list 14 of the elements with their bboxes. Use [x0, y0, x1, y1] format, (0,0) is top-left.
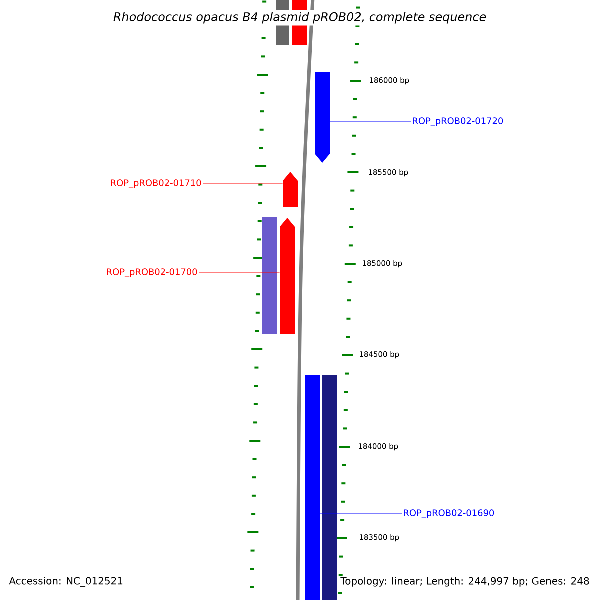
gene-bar	[315, 72, 330, 163]
topology-text: Topology: linear; Length: 244,997 bp; Genes: 248	[340, 576, 591, 588]
accession-text: Accession: NC_012521	[9, 577, 123, 587]
gene-label: ROP_pROB02-01710	[111, 180, 202, 188]
gene-bar	[283, 172, 298, 207]
gene-bar	[322, 375, 337, 600]
gene-bar	[262, 217, 277, 334]
gene-label: ROP_pROB02-01690	[404, 510, 494, 518]
gene-label: ROP_pROB02-01720	[413, 118, 504, 126]
gene-bar	[305, 375, 320, 600]
gene-label: ROP_pROB02-01700	[107, 268, 198, 278]
title: Rhodococcus opacus B4 plasmid pROB02, complete sequence	[111, 10, 489, 26]
leader-line	[198, 272, 280, 274]
gene-bar	[280, 218, 295, 334]
